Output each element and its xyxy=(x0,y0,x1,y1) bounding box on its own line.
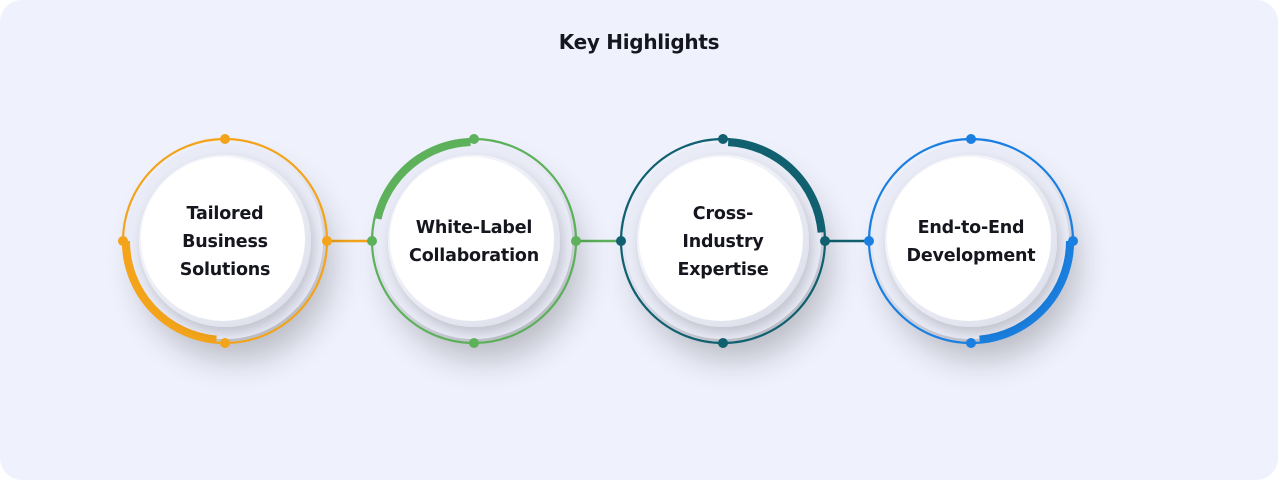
node-disc-face xyxy=(141,157,305,321)
ring-dot xyxy=(322,236,332,246)
ring-dot xyxy=(616,236,626,246)
node-label-line: Cross- xyxy=(693,204,753,224)
node-label-line: Industry xyxy=(682,232,764,252)
node-disc-face xyxy=(887,157,1051,321)
ring-dot xyxy=(966,134,976,144)
ring-dot xyxy=(864,236,874,246)
node-label-line: Business xyxy=(182,232,268,252)
ring-dot xyxy=(367,236,377,246)
node-accent-arc xyxy=(373,138,471,220)
node-label-line: White-Label xyxy=(416,218,532,238)
node-label-line: Development xyxy=(907,246,1036,266)
ring-dot xyxy=(469,134,479,144)
ring-dot xyxy=(220,134,230,144)
node-accent-arc xyxy=(979,240,1074,344)
node-label-line: End-to-End xyxy=(918,218,1025,238)
ring-dot xyxy=(469,338,479,348)
ring-dot xyxy=(118,236,128,246)
ring-dot xyxy=(220,338,230,348)
node-label-line: Tailored xyxy=(187,204,264,224)
ring-dot xyxy=(966,338,976,348)
node-label-line: Collaboration xyxy=(409,246,539,266)
ring-dot xyxy=(1068,236,1078,246)
diagram-title: Key Highlights xyxy=(558,30,720,54)
node-label-line: Expertise xyxy=(677,260,768,280)
node-disc-face xyxy=(390,157,554,321)
ring-dot xyxy=(571,236,581,246)
node-accent-arc xyxy=(727,138,826,233)
ring-dot xyxy=(718,338,728,348)
node-disc-face xyxy=(639,157,803,321)
ring-dot xyxy=(820,236,830,246)
node-label-line: Solutions xyxy=(180,260,271,280)
ring-dot xyxy=(718,134,728,144)
node-accent-arc xyxy=(122,240,217,344)
